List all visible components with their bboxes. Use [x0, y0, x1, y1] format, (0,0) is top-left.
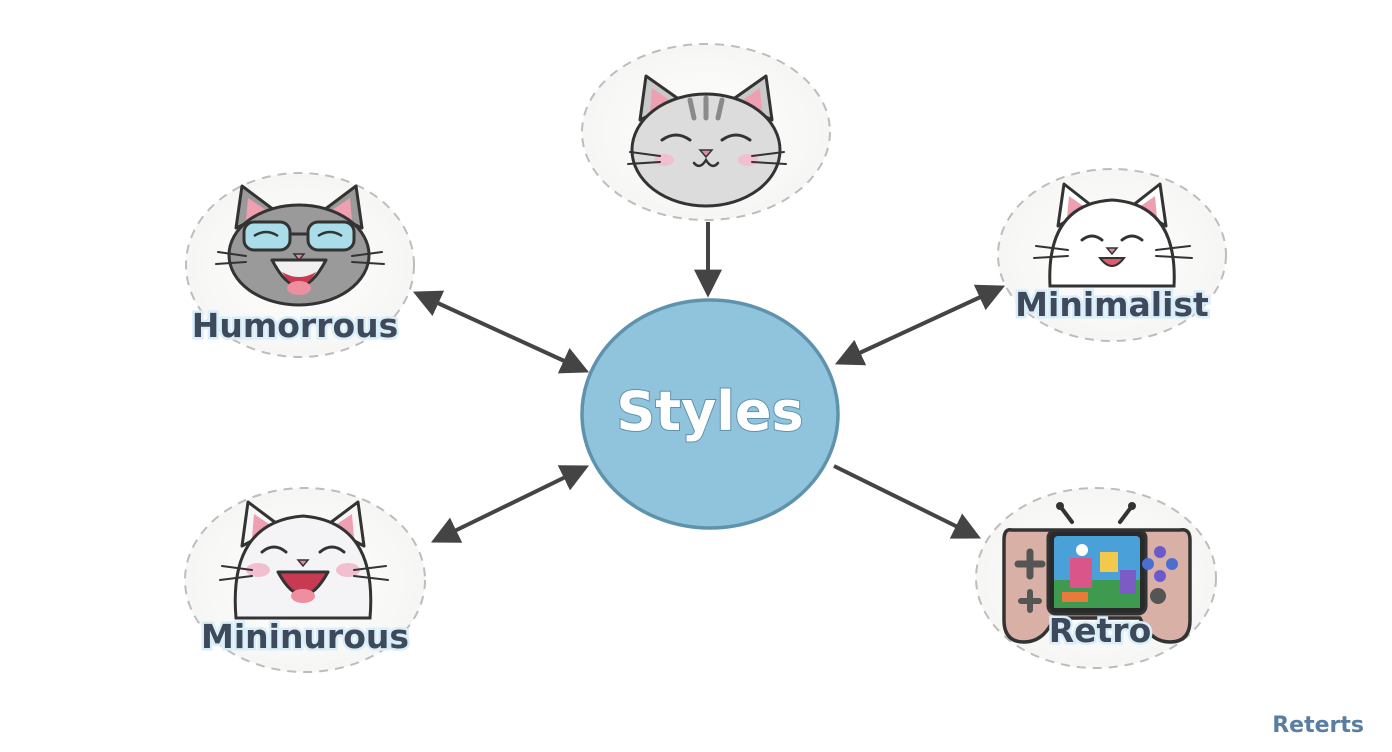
laughing-white-cat-icon: [219, 500, 389, 620]
node-retro-label: Retro: [1049, 611, 1152, 650]
handheld-game-console-icon: [1002, 502, 1192, 644]
edges: [412, 222, 1006, 543]
node-retro: Retro: [975, 487, 1217, 669]
node-mininurous: Mininurous: [184, 487, 426, 673]
corner-text: Reterts: [1272, 713, 1364, 738]
sleepy-tabby-cat-icon: [627, 74, 787, 208]
edge-mininurous-center: [430, 465, 590, 543]
center-label: Styles: [616, 380, 803, 443]
white-cat-icon: [1033, 182, 1193, 288]
node-minimalist: Minimalist: [997, 168, 1227, 342]
edge-minimalist-center: [834, 284, 1006, 366]
node-humorous-label: Humorrous: [192, 306, 399, 345]
node-top: [581, 43, 831, 221]
edge-center-to-retro: [833, 464, 982, 539]
edge-humorous-center: [412, 290, 590, 374]
node-minimalist-label: Minimalist: [1015, 285, 1209, 324]
center-node: Styles: [580, 298, 840, 530]
node-mininurous-label: Mininurous: [201, 617, 409, 656]
node-humorous: Humorrous: [185, 172, 415, 358]
cat-with-sunglasses-icon: [215, 184, 385, 307]
